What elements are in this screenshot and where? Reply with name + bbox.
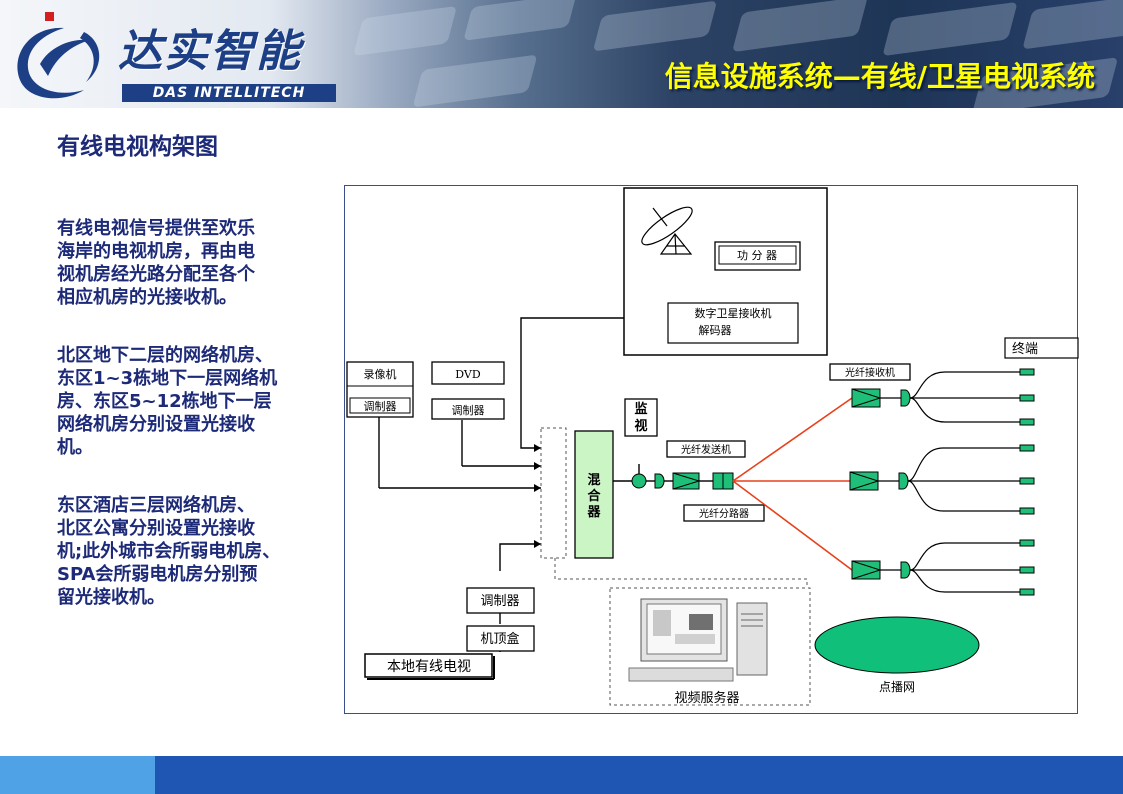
paragraph-2: 北区地下二层的网络机房、 东区1~3栋地下一层网络机 房、东区5~12栋地下一层… — [57, 345, 278, 458]
vcr-modulator-label: 调制器 — [364, 400, 397, 413]
slide-title: 信息设施系统—有线/卫星电视系统 — [664, 60, 1095, 93]
logo-red-square — [45, 12, 54, 21]
keyboard-key-shape — [882, 1, 1018, 57]
decoder-label: 解码器 — [699, 323, 732, 337]
paragraph-3: 东区酒店三层网络机房、 北区公寓分别设置光接收 机;此外城市会所弱电机房、 SP… — [57, 495, 281, 608]
signal-node-icon — [631, 473, 647, 489]
optical-receiver-2 — [849, 447, 1020, 512]
monitor-label-1: 监 — [634, 401, 647, 417]
fiber-receiver-label: 光纤接收机 — [845, 366, 895, 379]
monitor-label-2: 视 — [634, 418, 647, 434]
local-modulator-label: 调制器 — [480, 594, 519, 609]
dvd-modulator-label: 调制器 — [452, 404, 485, 417]
satellite-dish-icon — [641, 206, 693, 255]
svg-text:合: 合 — [587, 488, 601, 504]
vod-network-ellipse — [814, 616, 980, 674]
set-top-box-label: 机顶盒 — [480, 631, 519, 647]
vod-network-label: 点播网 — [879, 680, 915, 694]
keyboard-key-shape — [592, 0, 718, 52]
local-cable-tv-label: 本地有线电视 — [387, 659, 471, 675]
keyboard-key-shape — [352, 5, 458, 57]
paragraph-1: 有线电视信号提供至欢乐 海岸的电视机房，再由电 视机房经光路分配至各个 相应机房… — [57, 218, 255, 308]
svg-text:器: 器 — [586, 505, 601, 520]
brand-subtitle: DAS INTELLITECH — [122, 84, 336, 102]
svg-text:混: 混 — [587, 473, 600, 488]
mixer-box — [574, 430, 614, 559]
keyboard-key-shape — [412, 54, 538, 108]
power-splitter-label: 功 分 器 — [737, 249, 777, 262]
footer-bar — [0, 756, 1123, 794]
header-banner: 达实智能 DAS INTELLITECH 信息设施系统—有线/卫星电视系统 — [0, 0, 1123, 108]
fiber-transmitter-icon — [672, 472, 700, 490]
das-logo-icon — [17, 27, 100, 99]
keyboard-key-shape — [731, 0, 869, 53]
dvd-label: DVD — [455, 368, 481, 381]
video-server-label: 视频服务器 — [674, 690, 739, 706]
fiber-splitter-label: 光纤分路器 — [699, 507, 749, 520]
terminal-outlets — [1019, 368, 1035, 596]
computer-icon — [628, 598, 768, 682]
footer-accent — [0, 756, 155, 794]
fiber-transmitter-label: 光纤发送机 — [681, 443, 731, 456]
keyboard-key-shape — [1022, 0, 1123, 50]
section-heading: 有线电视构架图 — [57, 134, 218, 160]
satellite-receiver-label: 数字卫星接收机 — [695, 306, 772, 320]
optical-receiver-3 — [851, 542, 1020, 593]
terminal-label: 终端 — [1012, 341, 1038, 357]
cable-tv-architecture-diagram: 功 分 器 数字卫星接收机 解码器 终端 录像机 调制器 DVD 调制器 监 视… — [344, 185, 1079, 714]
fiber-optic-lines — [732, 397, 853, 571]
optical-receiver-1 — [851, 371, 1020, 423]
brand-name: 达实智能 — [118, 26, 302, 77]
keyboard-key-shape — [463, 0, 577, 41]
vcr-label: 录像机 — [364, 367, 397, 381]
